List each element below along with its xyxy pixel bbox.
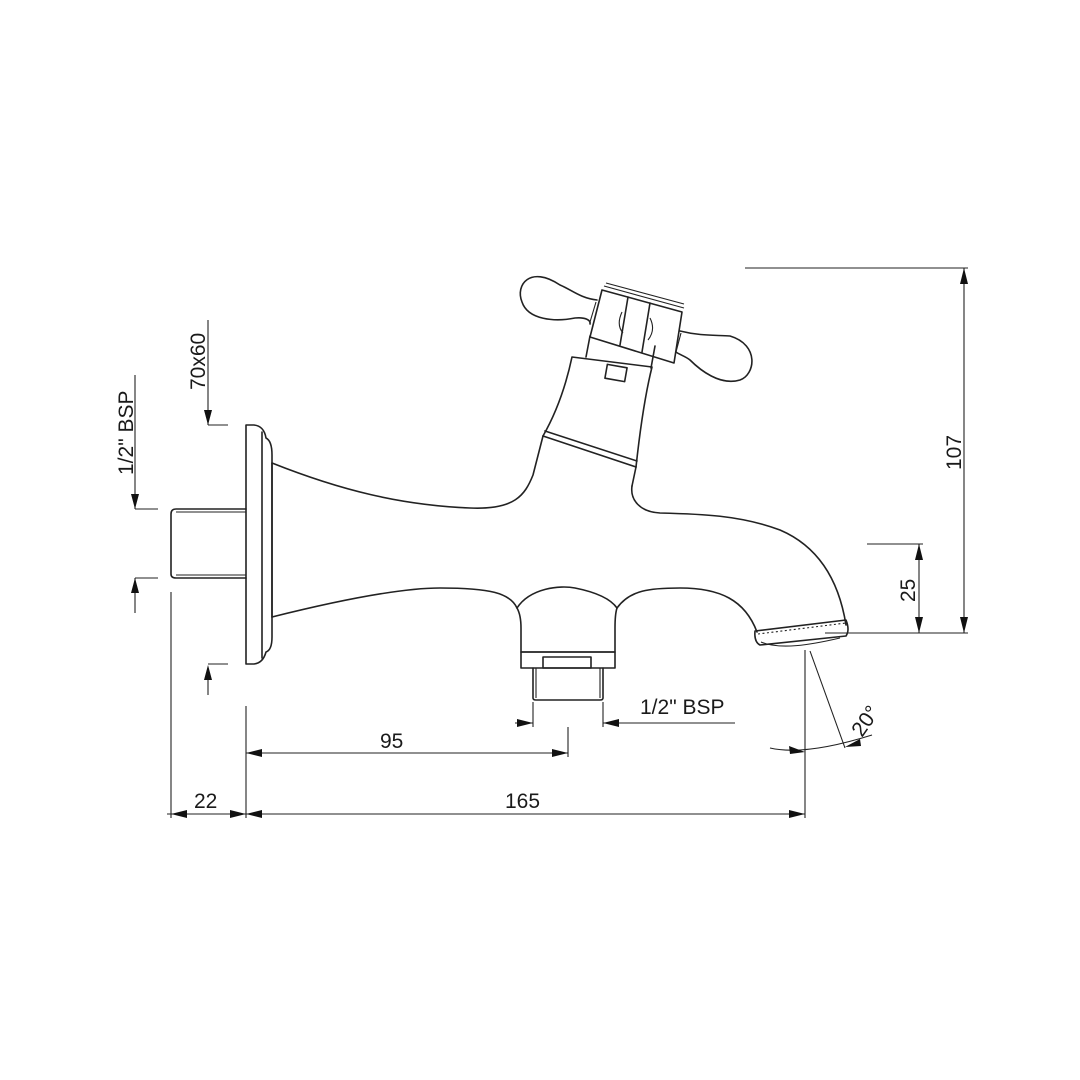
dim-thread-length: 22 [167, 592, 247, 818]
dim-spout-height: 25 [867, 543, 923, 633]
left-lever [519, 275, 598, 325]
dim-spout-angle: 20° [769, 650, 884, 754]
inlet-thread-stub [170, 508, 247, 579]
dim-total-height: 107 [745, 267, 968, 634]
label-outlet-offset: 95 [380, 730, 403, 753]
tap-body [170, 275, 849, 701]
aerator [754, 619, 849, 647]
label-projection: 165 [505, 790, 540, 813]
label-outlet-thread: 1/2" BSP [640, 696, 725, 719]
label-inlet-thread: 1/2" BSP [115, 390, 138, 475]
label-spout-angle: 20° [847, 702, 884, 741]
body-upper-contour [271, 435, 544, 509]
body-lower-contour [271, 587, 518, 618]
dim-flange-size: 70x60 [187, 320, 228, 695]
label-thread-length: 22 [194, 790, 217, 813]
dim-projection: 165 [246, 650, 806, 818]
right-lever [675, 330, 753, 383]
spout [616, 485, 849, 647]
label-flange-size: 70x60 [187, 333, 210, 390]
wall-flange [245, 424, 273, 665]
valve-housing [542, 335, 656, 487]
label-spout-height: 25 [897, 579, 920, 602]
dim-outlet-offset: 95 [246, 727, 569, 757]
label-total-height: 107 [943, 435, 966, 470]
dim-outlet-thread: 1/2" BSP [515, 696, 735, 727]
cross-head-handle [519, 275, 753, 383]
outlet-boss [516, 586, 618, 701]
dim-inlet-thread: 1/2" BSP [115, 375, 158, 613]
